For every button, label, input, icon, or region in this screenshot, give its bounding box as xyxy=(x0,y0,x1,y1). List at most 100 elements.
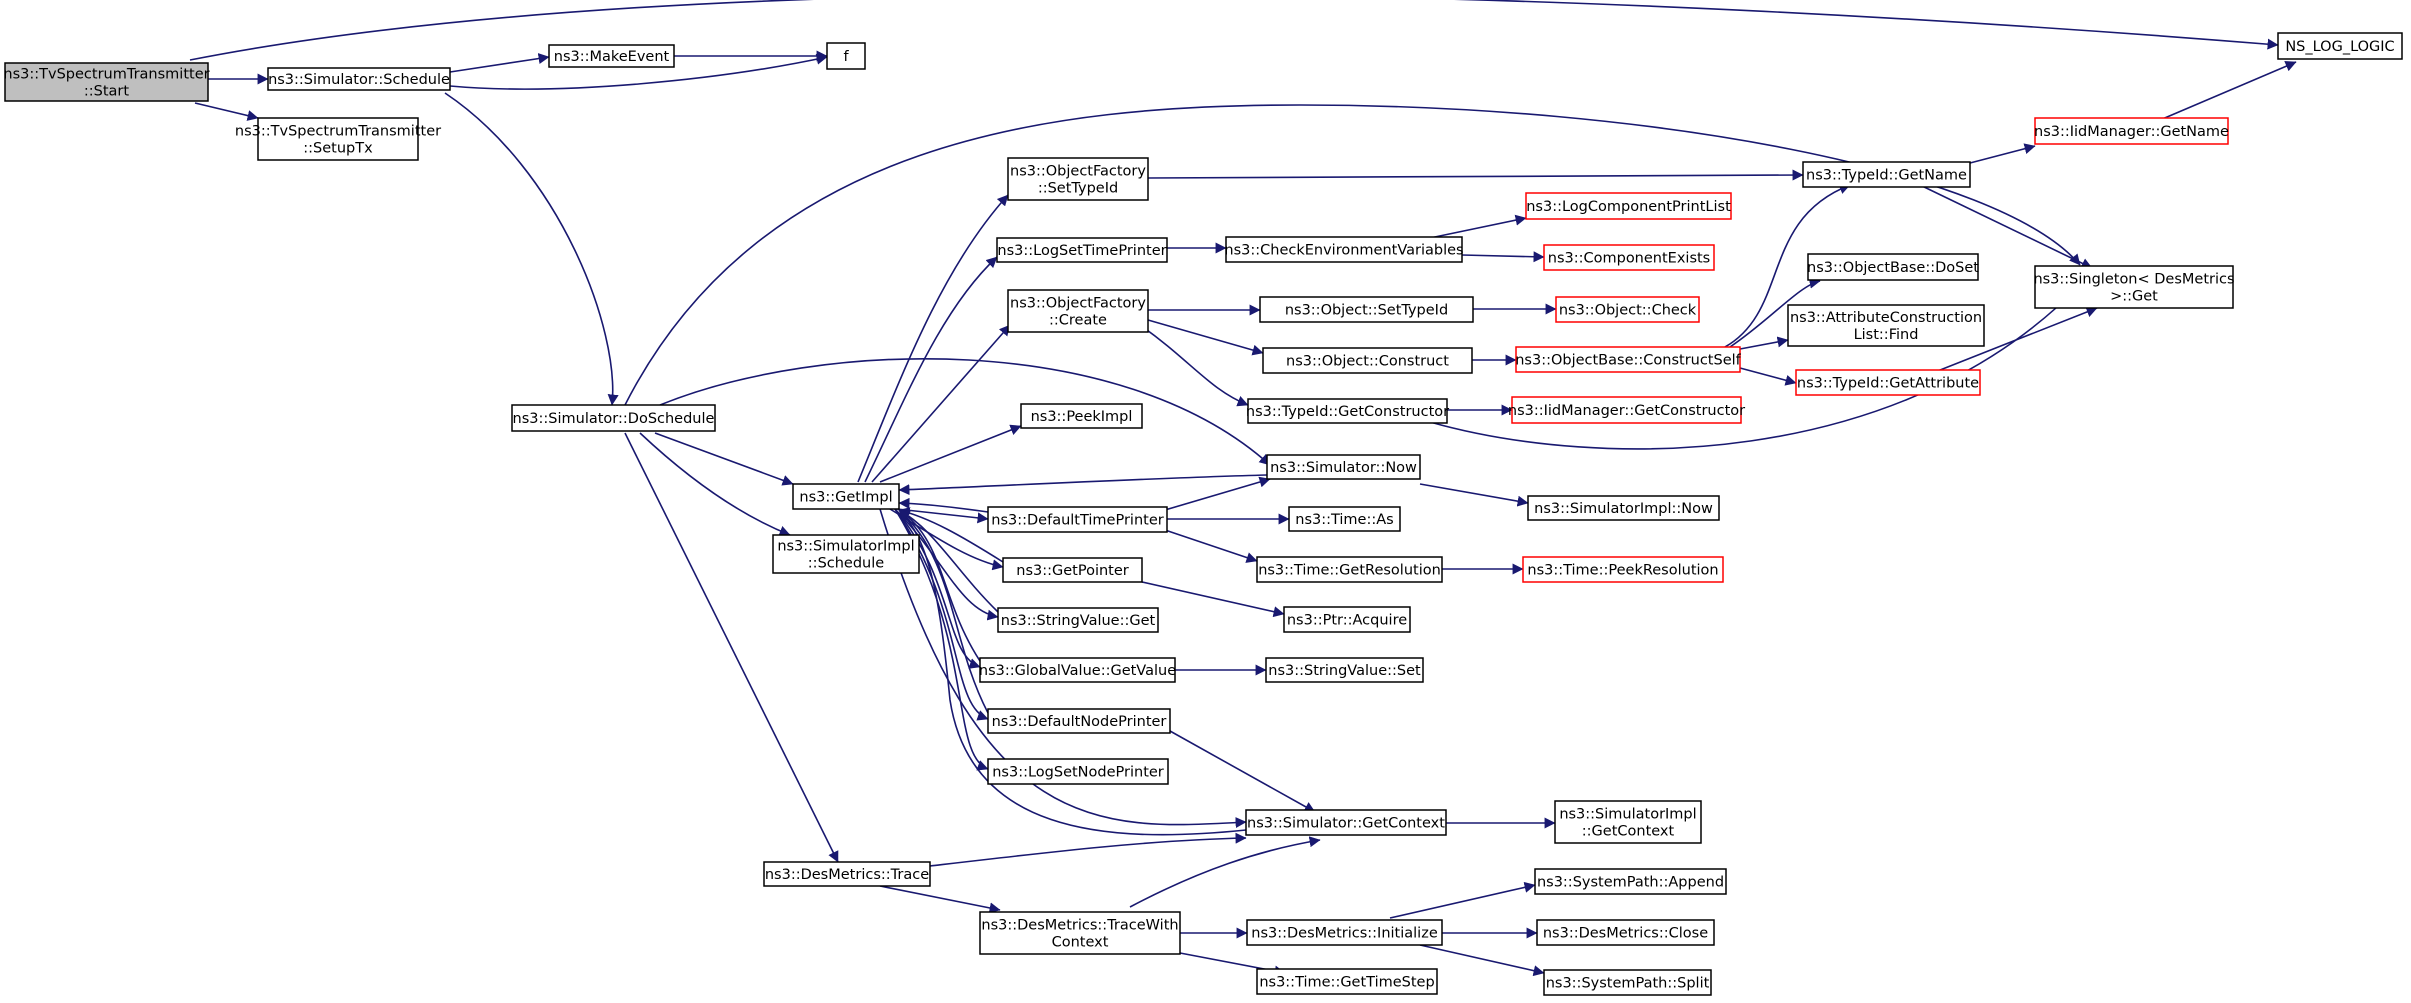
node-label: ns3::PeekImpl xyxy=(1031,409,1133,425)
node-defnp[interactable]: ns3::DefaultNodePrinter xyxy=(987,708,1171,734)
node-label: ns3::TypeId::GetAttribute xyxy=(1797,376,1979,392)
node-objsettid[interactable]: ns3::Object::SetTypeId xyxy=(1259,296,1474,323)
node-svget[interactable]: ns3::StringValue::Get xyxy=(997,607,1159,633)
node-timegetres[interactable]: ns3::Time::GetResolution xyxy=(1256,556,1443,583)
node-ptracq[interactable]: ns3::Ptr::Acquire xyxy=(1283,606,1411,633)
node-objconstruct[interactable]: ns3::Object::Construct xyxy=(1262,347,1473,374)
node-box xyxy=(511,404,716,432)
node-label: ns3::GetImpl xyxy=(799,490,892,506)
node-simimplsched[interactable]: ns3::SimulatorImpl::Schedule xyxy=(772,534,920,574)
node-checkenv[interactable]: ns3::CheckEnvironmentVariables xyxy=(1224,236,1464,263)
node-makeevent[interactable]: ns3::MakeEvent xyxy=(548,44,675,68)
node-obconstructself[interactable]: ns3::ObjectBase::ConstructSelf xyxy=(1515,346,1742,373)
node-dminit[interactable]: ns3::DesMetrics::Initialize xyxy=(1246,919,1443,946)
node-box xyxy=(1007,289,1149,333)
node-label: ns3::ObjectBase::ConstructSelf xyxy=(1515,353,1741,369)
node-dmclose[interactable]: ns3::DesMetrics::Close xyxy=(1536,919,1715,946)
node-objcheck[interactable]: ns3::Object::Check xyxy=(1555,296,1700,323)
node-label: ns3::Simulator::Now xyxy=(1270,460,1417,476)
edge-obconstructself-tidgetattr xyxy=(1739,367,1797,386)
node-gvget[interactable]: ns3::GlobalValue::GetValue xyxy=(979,657,1176,683)
node-timegetstep[interactable]: ns3::Time::GetTimeStep xyxy=(1256,968,1438,995)
node-label: NS_LOG_LOGIC xyxy=(2285,39,2394,55)
node-getimpl[interactable]: ns3::GetImpl xyxy=(792,483,900,510)
node-label: ns3::Time::GetTimeStep xyxy=(1259,975,1434,991)
edge-ofsettid-tidgetname xyxy=(1147,169,1804,181)
node-obdoset[interactable]: ns3::ObjectBase::DoSet xyxy=(1807,253,1979,281)
node-label: ns3::Ptr::Acquire xyxy=(1287,613,1407,629)
node-label: ns3::Time::GetResolution xyxy=(1258,563,1441,579)
node-tidgetattr[interactable]: ns3::TypeId::GetAttribute xyxy=(1795,369,1981,396)
node-nslog[interactable]: NS_LOG_LOGIC xyxy=(2277,32,2403,60)
node-sched[interactable]: ns3::Simulator::Schedule xyxy=(267,67,451,91)
node-box xyxy=(997,607,1159,633)
node-tidgetname[interactable]: ns3::TypeId::GetName xyxy=(1802,161,1971,188)
node-logsetnp[interactable]: ns3::LogSetNodePrinter xyxy=(987,758,1169,785)
node-iidgetname[interactable]: ns3::IidManager::GetName xyxy=(2034,117,2229,145)
node-iidgetctor[interactable]: ns3::IidManager::GetConstructor xyxy=(1508,396,1745,424)
edge-sched-f xyxy=(449,53,828,90)
node-label: ns3::AttributeConstruction xyxy=(1790,310,1982,326)
node-label: Context xyxy=(1052,935,1109,951)
edge-dminit-spsplit xyxy=(1419,944,1545,977)
node-simimplnow[interactable]: ns3::SimulatorImpl::Now xyxy=(1527,495,1720,521)
edge-simnow-simimplnow xyxy=(1419,483,1529,507)
node-spsplit[interactable]: ns3::SystemPath::Split xyxy=(1543,969,1712,996)
node-timepeekres[interactable]: ns3::Time::PeekResolution xyxy=(1522,556,1724,583)
node-simimplgetctx[interactable]: ns3::SimulatorImpl::GetContext xyxy=(1554,800,1702,844)
node-singleton[interactable]: ns3::Singleton< DesMetrics >::Get xyxy=(2033,265,2235,309)
node-box xyxy=(1245,809,1447,836)
edge-dmtrace-dmtracectx xyxy=(879,885,1001,914)
edge-deftp-getimpl xyxy=(898,497,989,513)
node-dmtrace[interactable]: ns3::DesMetrics::Trace xyxy=(763,861,931,887)
node-label: ns3::DesMetrics::TraceWith xyxy=(981,918,1178,934)
node-label: ns3::TypeId::GetName xyxy=(1806,168,1967,184)
node-box xyxy=(2277,32,2403,60)
edge-getimpl-logsetnp xyxy=(894,508,989,771)
node-setuptx[interactable]: ns3::TvSpectrumTransmitter::SetupTx xyxy=(235,117,441,161)
node-peekimpl[interactable]: ns3::PeekImpl xyxy=(1020,403,1143,429)
node-label: >::Get xyxy=(2110,289,2158,305)
node-label: ns3::TypeId::GetConstructor xyxy=(1246,404,1449,420)
node-ofsettid[interactable]: ns3::ObjectFactory::SetTypeId xyxy=(1007,157,1149,201)
node-box xyxy=(1543,244,1715,271)
node-dosched[interactable]: ns3::Simulator::DoSchedule xyxy=(511,404,716,432)
edge-ofcreate-tidgetctor xyxy=(1139,324,1249,407)
node-label: ns3::DesMetrics::Trace xyxy=(765,867,929,883)
node-simgetctx[interactable]: ns3::Simulator::GetContext xyxy=(1245,809,1447,836)
call-edges xyxy=(189,0,2297,977)
node-start[interactable]: ns3::TvSpectrumTransmitter::Start xyxy=(3,62,210,102)
node-logcpl[interactable]: ns3::LogComponentPrintList xyxy=(1525,192,1732,220)
node-box xyxy=(763,861,931,887)
edge-obconstructself-tidgetname xyxy=(1724,183,1851,348)
node-spappend[interactable]: ns3::SystemPath::Append xyxy=(1534,868,1727,895)
node-box xyxy=(1262,347,1473,374)
node-tidgetctor[interactable]: ns3::TypeId::GetConstructor xyxy=(1246,398,1449,424)
node-label: ns3::Simulator::Schedule xyxy=(268,72,450,88)
edge-getimpl-deftp xyxy=(896,508,989,524)
node-simnow[interactable]: ns3::Simulator::Now xyxy=(1266,454,1421,480)
node-f[interactable]: f xyxy=(826,42,866,70)
node-label: ns3::TvSpectrumTransmitter xyxy=(235,124,441,140)
node-label: ns3::IidManager::GetName xyxy=(2034,124,2229,140)
node-label: ns3::Time::As xyxy=(1295,512,1393,528)
node-label: ns3::GetPointer xyxy=(1016,563,1129,579)
node-box xyxy=(1534,868,1727,895)
node-box xyxy=(979,911,1181,955)
node-svset[interactable]: ns3::StringValue::Set xyxy=(1265,657,1424,683)
edge-iidgetname-nslog xyxy=(2159,61,2297,121)
node-getptr[interactable]: ns3::GetPointer xyxy=(1002,557,1143,583)
edge-dmtracectx-simgetctx xyxy=(1129,836,1321,908)
node-ofcreate[interactable]: ns3::ObjectFactory::Create xyxy=(1007,289,1149,333)
node-box xyxy=(1522,556,1724,583)
edge-getimpl-svget xyxy=(894,508,999,621)
node-deftp[interactable]: ns3::DefaultTimePrinter xyxy=(987,506,1168,533)
node-label: ns3::DefaultTimePrinter xyxy=(991,513,1163,529)
node-logsettp[interactable]: ns3::LogSetTimePrinter xyxy=(996,237,1168,263)
node-label: ns3::Object::Check xyxy=(1559,303,1697,319)
node-timeas[interactable]: ns3::Time::As xyxy=(1288,506,1401,532)
node-compexists[interactable]: ns3::ComponentExists xyxy=(1543,244,1715,271)
